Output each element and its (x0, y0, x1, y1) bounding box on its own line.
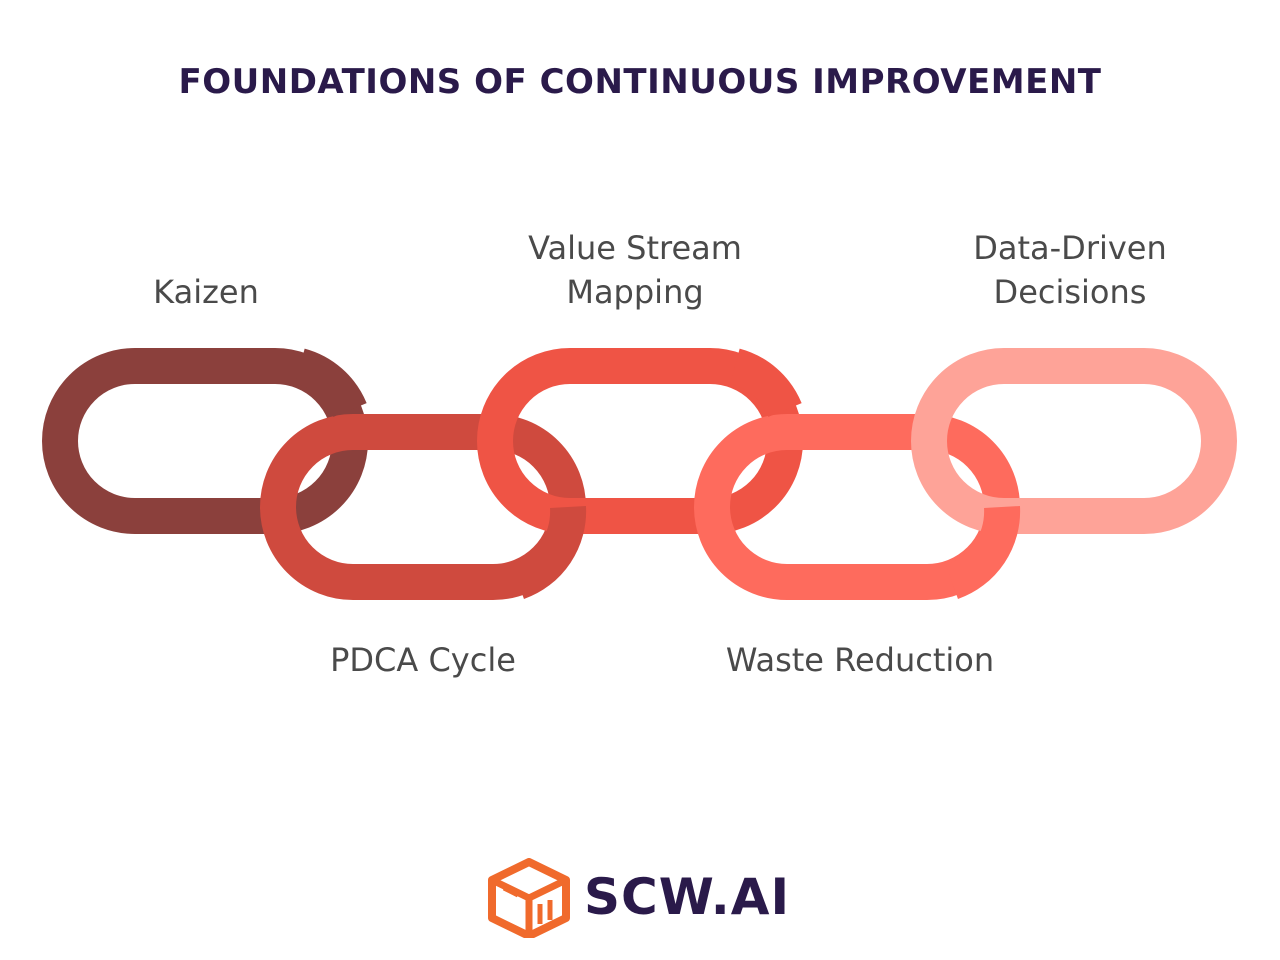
chain-link-value-stream-mapping-overlap (729, 348, 802, 418)
chain-link-waste-reduction-overlap (945, 505, 1021, 599)
label-waste-reduction: Waste Reduction (725, 641, 995, 679)
label-kaizen: Kaizen (153, 273, 259, 311)
label-value-stream-mapping: Value Stream Mapping (528, 229, 742, 311)
label-pdca-cycle: PDCA Cycle (330, 641, 516, 679)
chain-link-data-driven-decisions (911, 348, 1237, 534)
company-logo: SCW.AI (484, 858, 804, 940)
box-icon (488, 858, 570, 940)
label-data-driven-decisions: Data-Driven Decisions (973, 229, 1167, 311)
chain-link-kaizen-overlap (294, 348, 367, 418)
chain-link-pdca-cycle-overlap (511, 505, 587, 599)
page-title: FOUNDATIONS OF CONTINUOUS IMPROVEMENT (178, 62, 1102, 102)
logo-text: SCW.AI (584, 868, 791, 926)
